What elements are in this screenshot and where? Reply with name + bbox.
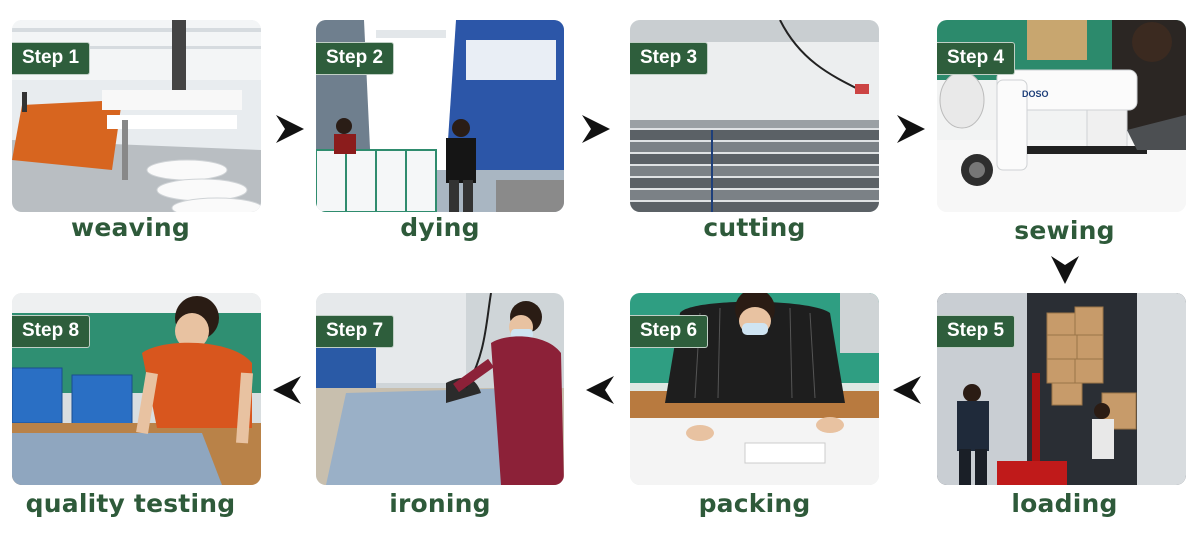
ironing-photo: [316, 293, 564, 485]
step-8-caption: quality testing: [25, 489, 236, 518]
weaving-photo: [12, 20, 261, 212]
svg-text:DOSO: DOSO: [1022, 89, 1049, 99]
arrow-down-1: [1051, 254, 1079, 284]
step-4-caption: sewing: [1014, 216, 1115, 245]
arrow-left-2: [586, 376, 616, 404]
step-3-caption: cutting: [703, 213, 806, 242]
step-8-badge: Step 8: [12, 315, 91, 348]
arrow-left-1: [893, 376, 923, 404]
step-2-caption: dying: [400, 213, 480, 242]
sewing-photo: DOSO: [937, 20, 1186, 212]
weaving-machines-photo-icon: [12, 20, 261, 212]
arrow-left-icon: [893, 376, 921, 404]
ironing-photo-icon: [316, 293, 564, 485]
arrow-right-icon: [897, 115, 925, 143]
step-7-caption: ironing: [389, 489, 491, 518]
step-3-badge: Step 3: [630, 42, 709, 75]
step-6-caption: packing: [698, 489, 811, 518]
arrow-down-icon: [1051, 256, 1079, 284]
arrow-left-3: [273, 376, 303, 404]
arrow-left-icon: [273, 376, 301, 404]
step-7-badge: Step 7: [316, 315, 395, 348]
step-1-caption: weaving: [71, 213, 190, 242]
step-5-badge: Step 5: [937, 315, 1016, 348]
step-5-caption: loading: [1011, 489, 1118, 518]
arrow-left-icon: [586, 376, 614, 404]
step-2-badge: Step 2: [316, 42, 395, 75]
sewing-machine-photo-icon: DOSO: [937, 20, 1186, 212]
step-1-badge: Step 1: [12, 42, 91, 75]
arrow-right-icon: [582, 115, 610, 143]
step-6-badge: Step 6: [630, 315, 709, 348]
step-4-badge: Step 4: [937, 42, 1016, 75]
arrow-right-3: [895, 115, 925, 143]
arrow-right-2: [580, 115, 610, 143]
arrow-right-icon: [276, 115, 304, 143]
arrow-right-1: [274, 115, 304, 143]
